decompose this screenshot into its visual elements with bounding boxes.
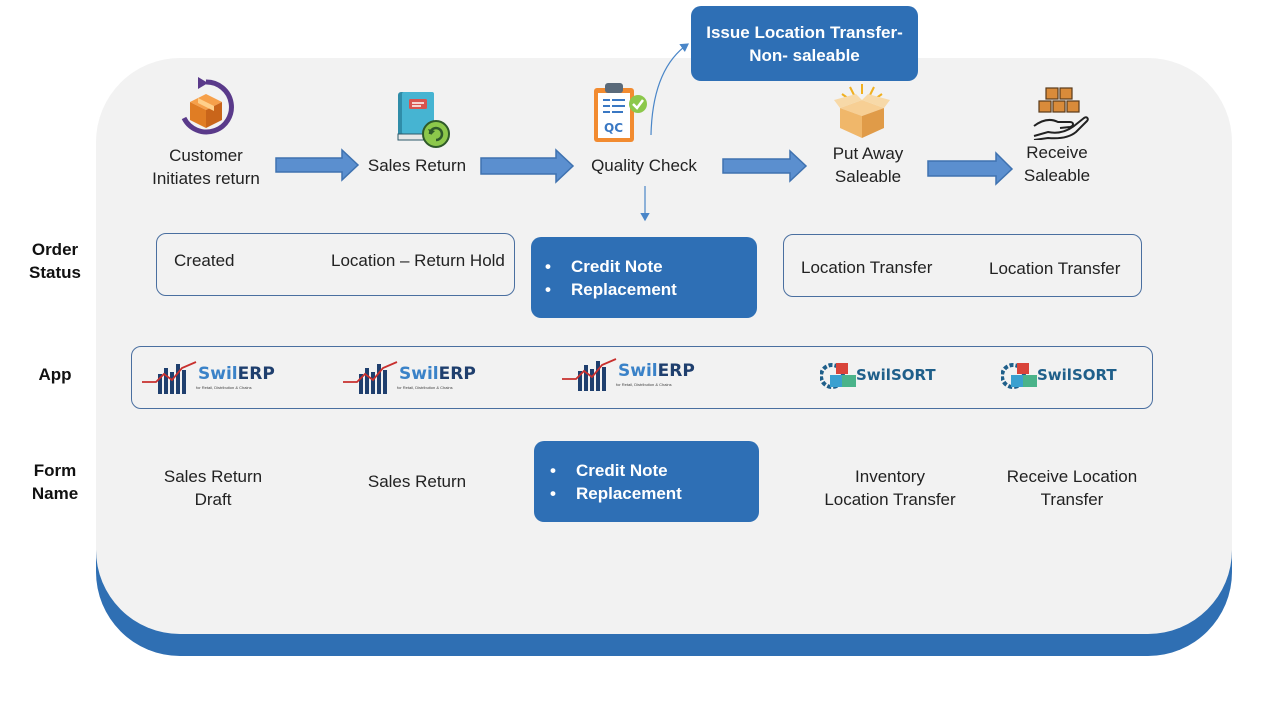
qc-clipboard-icon: QC: [594, 83, 647, 142]
open-box-icon: [834, 84, 890, 138]
swilerp-logo-2: SwilERP for Retail, Distribution & Chain…: [343, 356, 476, 398]
qc-to-callout-connector: [650, 43, 689, 136]
status-return-hold: Location – Return Hold: [331, 251, 505, 270]
status-qc-outcomes-box: Credit Note Replacement: [531, 237, 757, 318]
status-replacement: Replacement: [541, 278, 747, 301]
box-return-icon: [181, 77, 234, 135]
form-replacement: Replacement: [546, 482, 749, 505]
callout-text: Issue Location Transfer- Non- saleable: [706, 22, 903, 65]
hand-boxes-icon: [1033, 87, 1089, 140]
form-sales-return: Sales Return: [367, 472, 467, 491]
step-quality-check: Quality Check: [591, 156, 697, 175]
swilerp-logo-3: SwilERP for Retail, Distribution & Chain…: [562, 353, 695, 395]
swilsort-name-a: Swil: [856, 366, 891, 384]
row-label-order-status: Order Status: [29, 240, 81, 282]
arrow-4: [927, 151, 1014, 186]
swilerp-name-b: ERP: [657, 361, 695, 381]
order-status-box-right: [783, 234, 1142, 297]
app-row-box: [131, 346, 1153, 409]
swilsort-name-b: SORT: [890, 366, 936, 384]
swilerp-name-a: Swil: [399, 364, 439, 384]
swilerp-name-b: ERP: [237, 364, 275, 384]
arrow-3: [722, 149, 808, 183]
arrow-1: [275, 148, 360, 182]
arrow-2: [480, 148, 575, 184]
status-created: Created: [174, 251, 235, 270]
swilsort-logo-2: SwilSORT: [1001, 361, 1121, 391]
step-customer-initiates-return: Customer Initiates return: [152, 146, 260, 188]
issue-location-transfer-callout: Issue Location Transfer- Non- saleable: [691, 6, 918, 81]
swilerp-name-b: ERP: [438, 364, 476, 384]
swilsort-gear-icon: [1001, 363, 1037, 389]
order-status-box-left: [156, 233, 515, 296]
status-location-transfer-1: Location Transfer: [801, 258, 933, 277]
form-credit-note: Credit Note: [546, 459, 749, 482]
swilerp-tagline: for Retail, Distribution & Chains: [196, 385, 252, 390]
swilsort-logo-1: SwilSORT: [820, 361, 940, 391]
status-location-transfer-2: Location Transfer: [989, 259, 1121, 278]
swilerp-chart-icon: [562, 358, 617, 391]
swilsort-name-a: Swil: [1037, 366, 1072, 384]
status-qc-outcomes-list: Credit Note Replacement: [541, 255, 747, 301]
swilsort-gear-icon: [820, 363, 856, 389]
form-qc-outcomes-list: Credit Note Replacement: [546, 459, 749, 505]
step-receive-saleable: Receive Saleable: [1023, 143, 1091, 185]
step-put-away-saleable: Put Away Saleable: [832, 144, 904, 186]
step-sales-return: Sales Return: [367, 156, 467, 175]
swilerp-tagline: for Retail, Distribution & Chains: [616, 382, 672, 387]
swilerp-chart-icon: [142, 361, 197, 394]
swilerp-chart-icon: [343, 361, 398, 394]
form-sales-return-draft: Sales Return Draft: [163, 467, 263, 509]
form-inventory-location-transfer: Inventory Location Transfer: [824, 467, 956, 509]
form-receive-location-transfer: Receive Location Transfer: [1006, 467, 1138, 509]
row-label-form-name: Form Name: [31, 461, 79, 503]
svg-text:QC: QC: [604, 121, 623, 135]
status-credit-note: Credit Note: [541, 255, 747, 278]
form-qc-outcomes-box: Credit Note Replacement: [534, 441, 759, 522]
swilerp-logo-1: SwilERP for Retail, Distribution & Chain…: [142, 356, 275, 398]
row-label-app: App: [38, 365, 72, 384]
book-return-icon: [397, 92, 450, 148]
swilerp-name-a: Swil: [618, 361, 658, 381]
swilerp-tagline: for Retail, Distribution & Chains: [397, 385, 453, 390]
swilerp-name-a: Swil: [198, 364, 238, 384]
swilsort-name-b: SORT: [1071, 366, 1117, 384]
